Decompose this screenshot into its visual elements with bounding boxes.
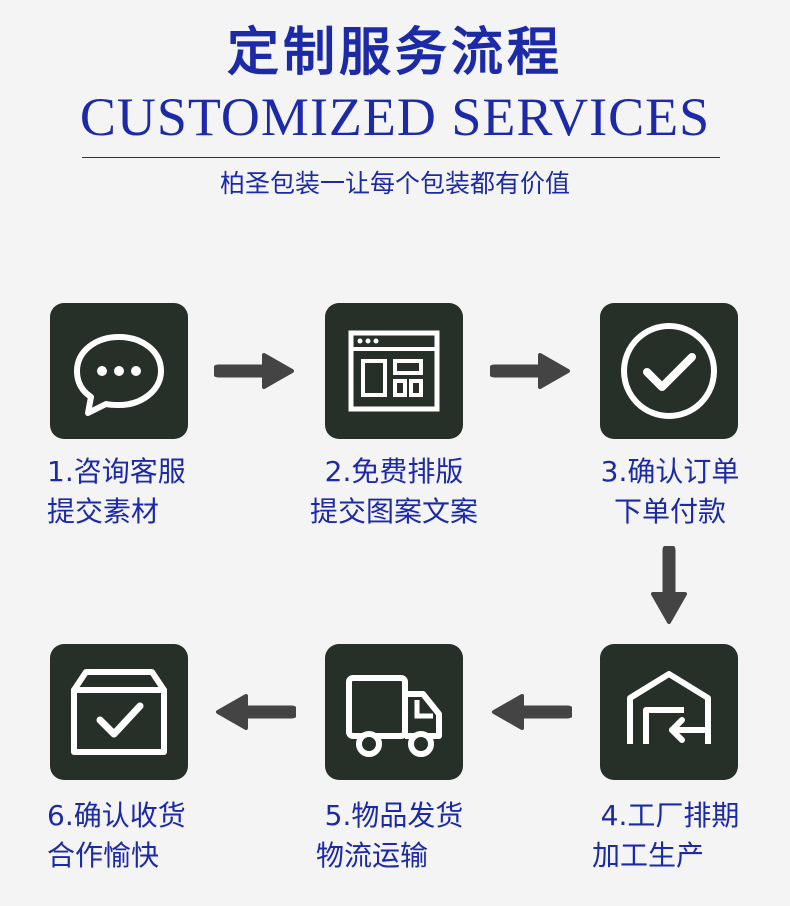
step-3-desc: 下单付款 [613, 495, 726, 528]
page-subtitle: CUSTOMIZED SERVICES [79, 87, 711, 147]
step-6-tile [50, 644, 188, 780]
step-4-title: 4.工厂排期 [600, 799, 740, 832]
step-4-desc: 加工生产 [592, 839, 705, 872]
arrow-left-icon [214, 692, 296, 732]
step-5-tile [325, 644, 463, 780]
step-4-tile [600, 644, 738, 780]
divider [82, 157, 720, 158]
warehouse-icon [627, 671, 711, 744]
step-6-title: 6.确认收货 [47, 799, 186, 832]
chat-bubble-icon [74, 334, 164, 416]
step-2-tile [325, 303, 463, 439]
tagline: 柏圣包装一让每个包装都有价值 [219, 169, 570, 198]
page-title: 定制服务流程 [226, 23, 563, 83]
check-circle-icon [621, 323, 717, 419]
step-2-title: 2.免费排版 [324, 455, 464, 488]
step-1-desc: 提交素材 [47, 495, 160, 528]
step-4-label: 4.工厂排期 加工生产 [560, 796, 780, 876]
layout-window-icon [348, 330, 440, 412]
step-3-tile [600, 303, 738, 439]
step-1-title: 1.咨询客服 [47, 455, 186, 488]
step-2-desc: 提交图案文案 [309, 495, 478, 528]
arrow-right-icon [214, 351, 296, 391]
step-6-label: 6.确认收货 合作愉快 [2, 796, 222, 876]
step-5-desc: 物流运输 [316, 839, 429, 872]
box-check-icon [71, 669, 167, 755]
step-1-label: 1.咨询客服 提交素材 [2, 452, 222, 532]
arrow-right-icon [490, 351, 572, 391]
step-3-label: 3.确认订单 下单付款 [560, 452, 780, 532]
step-3-title: 3.确认订单 [600, 455, 740, 488]
step-5-title: 5.物品发货 [324, 799, 464, 832]
step-6-desc: 合作愉快 [47, 839, 160, 872]
step-5-label: 5.物品发货 物流运输 [284, 796, 504, 876]
step-1-tile [50, 303, 188, 439]
arrow-left-icon [490, 692, 572, 732]
arrow-down-icon [649, 546, 689, 626]
delivery-truck-icon [346, 675, 442, 757]
step-2-label: 2.免费排版 提交图案文案 [284, 452, 504, 532]
